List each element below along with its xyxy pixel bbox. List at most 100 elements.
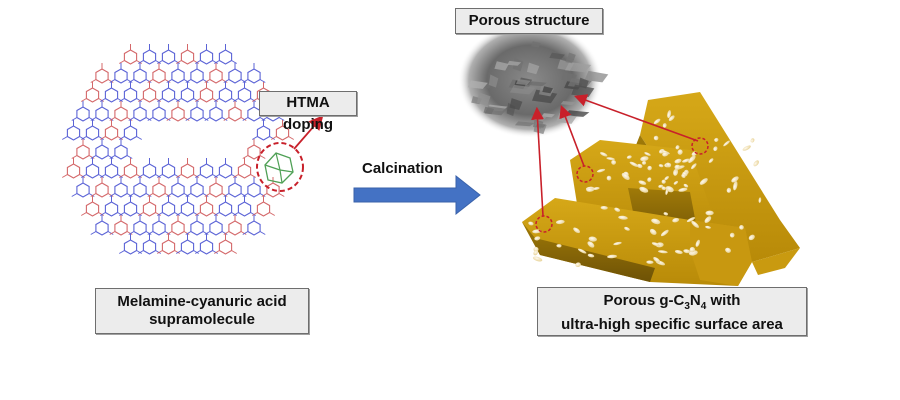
molecule-bond — [107, 79, 114, 83]
molecule-ring — [161, 87, 176, 103]
pore — [638, 180, 647, 185]
molecule-bond — [166, 117, 173, 121]
molecule-bond — [175, 98, 182, 102]
pore — [596, 168, 606, 173]
pore — [664, 176, 669, 181]
pore — [674, 164, 681, 170]
pore — [639, 186, 649, 193]
pore — [651, 218, 661, 225]
molecule-bond — [185, 231, 192, 235]
molecule-bond — [204, 231, 211, 235]
pore — [758, 197, 762, 203]
molecule-bond — [79, 174, 86, 178]
tem-flake — [565, 57, 575, 64]
pore — [649, 228, 657, 235]
pore — [647, 165, 652, 171]
pore — [699, 178, 708, 185]
molecule-bond — [107, 155, 114, 159]
tem-flake — [515, 79, 531, 86]
molecule-bond — [242, 231, 249, 235]
pore — [606, 157, 615, 161]
pore — [691, 220, 699, 228]
molecule-bond — [212, 174, 219, 178]
molecule-ring — [104, 163, 119, 179]
molecule-bond — [223, 193, 230, 197]
molecule-ring — [142, 87, 157, 103]
pore — [729, 232, 735, 238]
molecule-bond — [259, 79, 266, 83]
tem-flake — [560, 101, 576, 106]
molecule-bond — [175, 250, 182, 254]
molecule-bond — [137, 212, 144, 216]
molecule-bond — [98, 98, 105, 102]
pore — [586, 187, 595, 192]
molecule-bond — [109, 193, 116, 197]
pore — [695, 239, 700, 247]
molecule-ring — [180, 239, 195, 255]
molecule-bond — [212, 98, 219, 102]
molecule-bond — [71, 117, 78, 121]
molecule-bond — [242, 155, 249, 159]
pore — [592, 187, 600, 190]
pore — [624, 226, 630, 231]
molecule-ring — [228, 182, 242, 198]
molecule-bond — [204, 79, 211, 83]
molecule-bond — [117, 98, 124, 102]
molecule-bond — [185, 79, 192, 83]
pore — [600, 152, 608, 157]
molecule-bond — [270, 136, 277, 140]
molecule-bond — [137, 250, 144, 254]
molecule-ring — [190, 106, 204, 122]
molecule-bond — [193, 98, 200, 102]
molecule-bond — [155, 174, 162, 178]
molecule-ring — [123, 87, 138, 103]
pore — [587, 241, 595, 248]
molecule-bond — [80, 212, 87, 216]
pore — [637, 163, 643, 169]
molecule-bond — [221, 117, 228, 121]
molecule-ring — [190, 68, 204, 84]
molecule-ring — [95, 144, 109, 160]
molecule-bond — [221, 79, 228, 83]
molecule-ring — [199, 201, 214, 217]
pore — [665, 186, 674, 193]
pore — [618, 215, 628, 220]
molecule-ring — [76, 144, 90, 160]
molecule-ring — [76, 182, 90, 198]
pore — [726, 187, 732, 193]
molecule-ring — [123, 125, 138, 141]
molecule-ring — [161, 163, 176, 179]
molecule-ring — [161, 201, 176, 217]
molecule-ring — [228, 220, 242, 236]
precursor-caption: Melamine-cyanuric acid supramolecule — [95, 288, 309, 334]
molecule-bond — [126, 117, 133, 121]
molecule-bond — [155, 212, 162, 216]
pore — [665, 162, 671, 168]
molecule-ring — [247, 144, 261, 160]
molecule-bond — [213, 250, 220, 254]
pore — [653, 135, 659, 141]
molecule-bond — [88, 117, 95, 121]
pore — [677, 149, 683, 155]
pore — [556, 244, 562, 248]
tem-flake — [578, 77, 589, 89]
molecule-bond — [194, 250, 201, 254]
molecule-bond — [232, 174, 239, 178]
molecule-bond — [183, 117, 190, 121]
pore — [682, 158, 690, 163]
porous-structure-label: Porous structure — [455, 8, 603, 34]
molecule-bond — [259, 193, 266, 197]
molecule-bond — [118, 174, 125, 178]
molecule-bond — [174, 98, 181, 102]
molecule-bond — [183, 231, 190, 235]
pore — [534, 236, 541, 241]
molecule-bond — [90, 231, 97, 235]
pore — [674, 250, 683, 254]
precursor-caption-line1: Melamine-cyanuric acid — [117, 293, 287, 310]
pore — [629, 161, 639, 167]
molecule-bond — [212, 212, 219, 216]
molecule-ring — [171, 106, 185, 122]
molecule-bond — [147, 117, 154, 121]
molecule-ring — [171, 68, 185, 84]
molecule-bond — [240, 193, 247, 197]
